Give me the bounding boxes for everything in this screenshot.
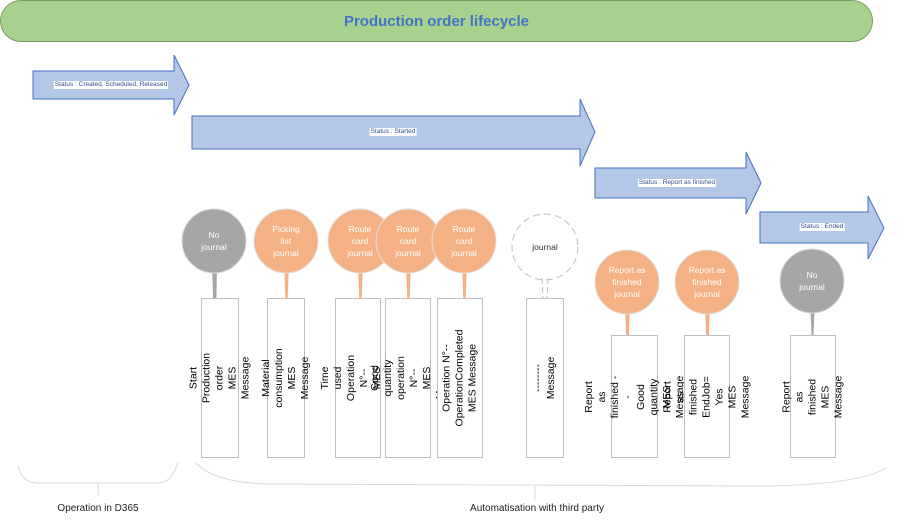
- journal-label: Report as finished journal: [688, 265, 726, 299]
- pin-step-1: [181, 208, 247, 330]
- journal-label: Picking list journal: [272, 224, 300, 258]
- pin-step-8: [674, 249, 740, 362]
- status-label-ended: Status : Ended: [799, 223, 845, 231]
- status-label-report-as-finished: Status : Report as finished: [637, 179, 717, 187]
- diagram-title: Production order lifecycle: [343, 12, 530, 30]
- message-box-step-1: Start Production order MES Message: [188, 298, 252, 458]
- pin-step-3: [327, 208, 393, 318]
- journal-label: Report as finished journal: [608, 265, 646, 299]
- message-box-step-8: Report as finished EndJob= Yes MES Messa…: [662, 335, 752, 458]
- pin-step-9: [779, 248, 845, 345]
- message-box-step-9: Report as finished MES Message: [781, 335, 845, 458]
- journal-label: Route card journal: [451, 224, 477, 258]
- message-box-step-7: Report as finished -- Good quantity MES …: [583, 335, 686, 458]
- message-box-step-2: Material consumption MES Message: [260, 298, 311, 458]
- journal-label: No journal: [201, 230, 227, 252]
- message-box-step-4: Good quantity operation N°-- MES Message: [369, 298, 446, 458]
- status-label-started: Status : Started: [369, 128, 417, 136]
- message-box-step-6: -------- Message: [526, 298, 564, 458]
- journal-label: Route card journal: [347, 224, 373, 258]
- bracket-label-automation: Automatisation with third party: [470, 503, 604, 514]
- message-box-step-5: Operation N°-- OperationCompleted MES Me…: [437, 298, 483, 458]
- pin-step-7: [594, 249, 660, 362]
- journal-label: Route card journal: [395, 224, 421, 258]
- pin-step-5: [431, 208, 497, 318]
- bracket-label-d365: Operation in D365: [57, 503, 139, 514]
- bracket-d365: [17, 461, 179, 484]
- journal-label: No journal: [799, 270, 825, 292]
- title-banner: Production order lifecycle: [0, 0, 873, 42]
- journal-label: journal: [532, 242, 558, 252]
- bracket-automation: [195, 462, 887, 487]
- status-label-created: Status : Created, Scheduled, Released: [53, 81, 169, 89]
- pin-step-2: [253, 208, 319, 318]
- message-box-step-3: Time used Operation N°-- MES Message: [319, 298, 396, 458]
